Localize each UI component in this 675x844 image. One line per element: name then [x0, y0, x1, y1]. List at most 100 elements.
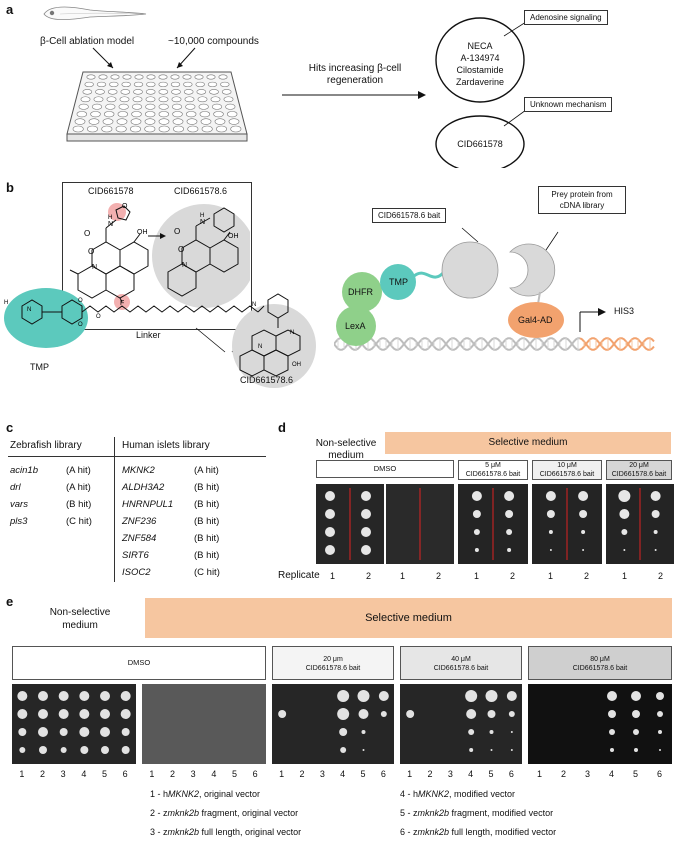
- well: [121, 81, 131, 88]
- colony: [510, 731, 513, 733]
- well: [183, 89, 194, 95]
- well: [96, 81, 107, 88]
- well: [225, 103, 236, 110]
- hit-class: (B hit): [66, 499, 92, 510]
- atom-o: O: [174, 227, 180, 236]
- well: [221, 89, 232, 95]
- conc-label: 5 μM: [485, 462, 501, 469]
- well: [206, 74, 216, 80]
- colony: [468, 729, 475, 735]
- colony: [339, 728, 348, 736]
- colony: [17, 709, 28, 719]
- replicate-number: 2: [366, 571, 372, 581]
- colony: [654, 549, 657, 551]
- tmp-label: TMP: [30, 362, 49, 372]
- bait-label: CID661578.6 bait: [539, 471, 595, 478]
- column-number: 4: [81, 769, 87, 779]
- table-row: ZNF236(B hit): [122, 513, 268, 530]
- well: [172, 118, 184, 125]
- colony: [473, 529, 480, 535]
- atom-o: O: [122, 203, 128, 210]
- well: [198, 103, 209, 110]
- atom-n: N: [258, 344, 262, 350]
- well: [170, 81, 181, 88]
- atom-h: H: [200, 213, 204, 219]
- column-number: 5: [232, 769, 238, 779]
- hit-item: Zardaverine: [455, 77, 505, 87]
- well: [187, 125, 199, 133]
- derivative-highlight: [152, 204, 250, 308]
- table-row: pls3(C hit): [10, 513, 114, 530]
- column-number: 2: [170, 769, 176, 779]
- atom-oh: OH: [228, 233, 239, 240]
- replicate-number: 1: [400, 571, 406, 581]
- colony: [505, 510, 514, 518]
- legend-item: 5 - zmknk2b fragment, modified vector: [400, 808, 554, 818]
- colony: [618, 490, 631, 502]
- e-cond-80: 80 μM CID661578.6 bait: [528, 646, 672, 680]
- column-number: 1: [19, 769, 25, 779]
- well: [144, 111, 156, 118]
- legend-item: 4 - hMKNK2, modified vector: [400, 789, 516, 799]
- column-number: 6: [657, 769, 663, 779]
- colony: [632, 710, 640, 718]
- e-nonselective-label: Non-selective medium: [49, 607, 111, 631]
- e-cond-20: 20 μm CID661578.6 bait: [272, 646, 394, 680]
- well: [78, 103, 89, 110]
- atom-n: N: [200, 219, 205, 226]
- colony: [361, 527, 371, 537]
- well: [133, 81, 144, 88]
- well: [106, 96, 117, 103]
- hit-item: Cilostamide: [456, 65, 504, 75]
- table-row: vars(B hit): [10, 496, 114, 513]
- column-number: 5: [633, 769, 639, 779]
- conc-label: 10 μM: [557, 462, 577, 469]
- well: [207, 81, 218, 88]
- well: [82, 89, 93, 95]
- colony: [621, 529, 628, 535]
- bait-label: CID661578.6 bait: [433, 665, 489, 672]
- column-number: 5: [488, 769, 494, 779]
- gene-name: drl: [10, 482, 21, 493]
- replicate-number: 1: [622, 571, 628, 581]
- bait-label-box: CID661578.6 bait: [372, 208, 447, 223]
- well: [132, 96, 143, 103]
- column-number: 2: [427, 769, 433, 779]
- derivative-compound-label: CID661578.6: [174, 186, 228, 196]
- well: [107, 89, 118, 95]
- colony: [474, 548, 479, 552]
- colony: [357, 690, 370, 702]
- colony: [406, 710, 415, 718]
- well: [86, 125, 98, 133]
- arrow-to-hits: [282, 91, 426, 99]
- column-number: 4: [211, 769, 217, 779]
- dna-helix: [334, 337, 655, 351]
- column-number: 6: [252, 769, 258, 779]
- plate: [272, 684, 394, 764]
- plate: [142, 684, 266, 764]
- colony: [79, 691, 90, 701]
- colony: [633, 729, 639, 735]
- well: [144, 118, 156, 125]
- well: [91, 103, 103, 110]
- tmp-shape: [380, 264, 416, 300]
- gene-name: MKNK2: [122, 465, 155, 476]
- colony: [378, 691, 389, 701]
- well: [119, 96, 130, 103]
- column-number: 1: [407, 769, 413, 779]
- well-plate-illustration: [66, 47, 248, 142]
- well: [197, 96, 208, 103]
- table-rule: [8, 456, 266, 457]
- table-row: ALDH3A2(B hit): [122, 479, 268, 496]
- column-number: 3: [190, 769, 196, 779]
- well: [228, 118, 240, 125]
- panel-a-label: a: [6, 2, 14, 17]
- well: [209, 89, 219, 95]
- well: [158, 111, 170, 118]
- colony: [507, 548, 512, 552]
- well: [199, 111, 211, 118]
- colony: [659, 749, 661, 751]
- well: [158, 74, 168, 80]
- well: [93, 96, 104, 103]
- zebrafish-header: Zebrafish library: [10, 440, 82, 451]
